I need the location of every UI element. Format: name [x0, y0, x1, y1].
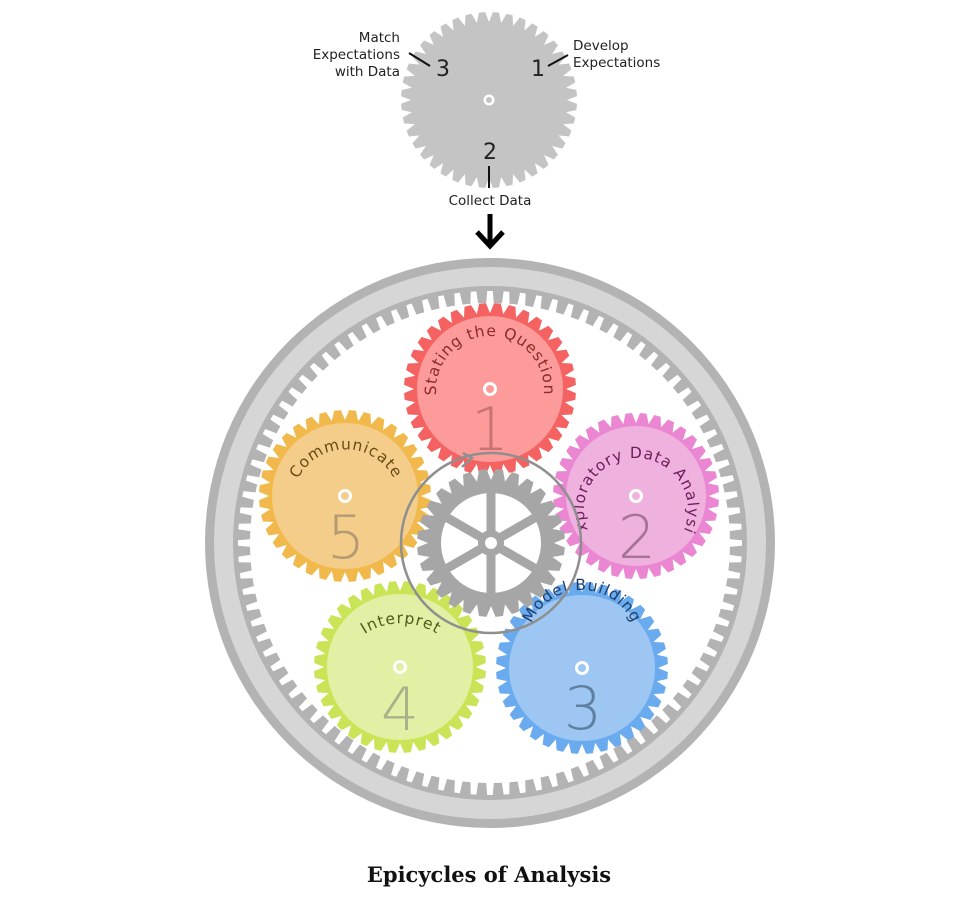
step-3-number: 3 — [436, 57, 450, 82]
planet-gear-5-body — [272, 423, 418, 569]
planet-gear-4-number: 4 — [381, 675, 419, 745]
planet-gear-2-body — [566, 426, 706, 566]
planet-gear-stating-the-question: Stating the Question 1 — [404, 303, 576, 475]
step-3-label-line-2: Expectations — [313, 47, 400, 63]
step-3-label-line-1: Match — [359, 30, 400, 46]
step-2-label: Collect Data — [449, 193, 532, 209]
planet-gear-interpret: Interpret 4 — [314, 581, 486, 753]
step-3-leader — [408, 52, 431, 67]
planet-gear-model-building: Model Building 3 — [496, 576, 668, 754]
step-1-leader — [547, 54, 569, 67]
down-arrow-icon — [475, 214, 505, 250]
planet-gear-2-number: 2 — [618, 503, 656, 573]
planet-gear-3-body — [509, 595, 655, 741]
planet-gear-5-hub — [338, 489, 352, 503]
step-3-label-line-3: with Data — [335, 64, 400, 80]
planet-gear-5-number: 5 — [327, 503, 365, 573]
top-gear-hub — [486, 97, 492, 103]
planet-gear-3-hub — [575, 661, 589, 675]
planet-gear-1-body — [417, 316, 563, 462]
sun-gear-axle — [485, 537, 497, 549]
step-1-label-line-2: Expectations — [573, 55, 660, 71]
planet-gear-4-body — [327, 594, 473, 740]
planet-gear-communicate: Communicate 5 — [259, 410, 431, 582]
sun-gear — [417, 469, 565, 617]
planet-gear-4-hub — [393, 660, 407, 674]
orbit-circle — [399, 451, 583, 635]
step-1-number: 1 — [531, 57, 545, 82]
step-1-label-line-1: Develop — [573, 38, 629, 54]
figure-caption: Epicycles of Analysis — [366, 862, 612, 887]
planet-gear-1-hub — [483, 382, 497, 396]
step-2-number: 2 — [483, 140, 497, 165]
top-cycle-gear — [401, 12, 577, 188]
planet-gear-3-number: 3 — [564, 674, 602, 744]
planet-gear-2-hub — [629, 489, 643, 503]
orbit-arrow-icon — [461, 451, 475, 468]
